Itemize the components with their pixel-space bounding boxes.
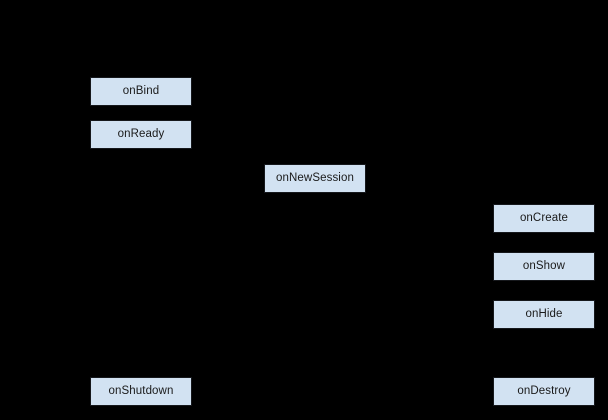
node-on-shutdown-label: onShutdown — [108, 384, 174, 397]
connector-hide-to-destroy — [543, 329, 544, 377]
connector-show-to-hide — [543, 281, 544, 300]
node-on-create-label: onCreate — [519, 211, 569, 224]
node-on-bind-label: onBind — [122, 84, 160, 97]
node-on-destroy[interactable]: onDestroy — [493, 377, 595, 406]
node-on-new-session-label: onNewSession — [276, 171, 354, 184]
connector-bind-to-ready — [140, 106, 141, 120]
connector-create-to-show — [543, 233, 544, 252]
node-on-ready-label: onReady — [117, 127, 165, 140]
connector-ready-to-shutdown — [140, 149, 141, 377]
connector-newsession-to-create — [315, 193, 316, 204]
node-on-create[interactable]: onCreate — [493, 204, 595, 233]
node-on-shutdown[interactable]: onShutdown — [90, 377, 192, 406]
node-on-new-session[interactable]: onNewSession — [264, 164, 366, 193]
node-on-hide-label: onHide — [525, 307, 563, 320]
node-on-ready[interactable]: onReady — [90, 120, 192, 149]
node-on-show-label: onShow — [522, 259, 566, 272]
node-on-bind[interactable]: onBind — [90, 77, 192, 106]
node-on-destroy-label: onDestroy — [517, 384, 571, 397]
node-on-show[interactable]: onShow — [493, 252, 595, 281]
node-on-hide[interactable]: onHide — [493, 300, 595, 329]
